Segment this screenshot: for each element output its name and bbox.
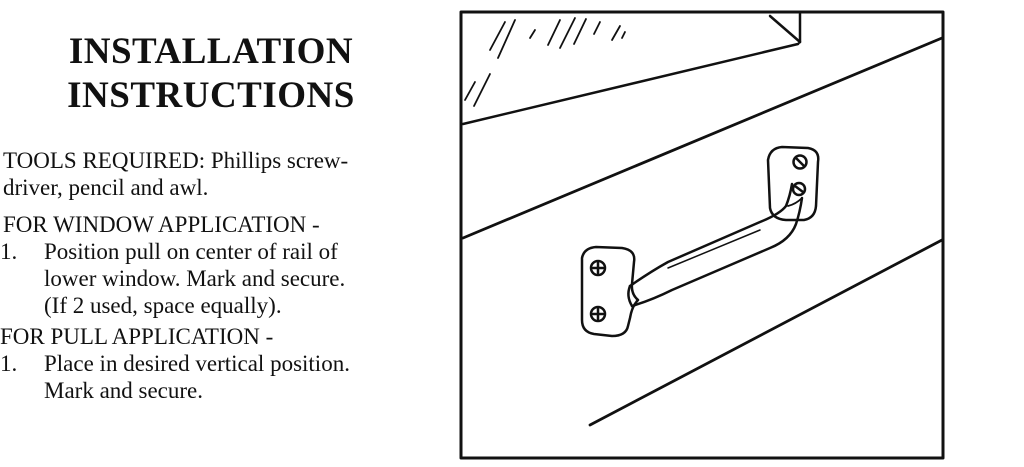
step-number: 1. <box>0 239 18 264</box>
illustration-frame <box>459 10 945 460</box>
pull-step-line-2: Mark and secure. <box>44 378 204 403</box>
pull-application-heading: FOR PULL APPLICATION - <box>0 324 274 349</box>
step-number: 1. <box>0 351 18 376</box>
window-application-step: 1. Position pull on center of rail of lo… <box>0 238 440 319</box>
title-line-2: INSTRUCTIONS <box>67 75 355 116</box>
page-title: INSTALLATION INSTRUCTIONS <box>46 30 376 118</box>
instructions-body: TOOLS REQUIRED: Phillips screw- driver, … <box>0 147 440 404</box>
title-line-1: INSTALLATION <box>68 31 354 72</box>
tools-required-line-1: TOOLS REQUIRED: Phillips screw- <box>3 148 349 173</box>
window-step-line-1: Position pull on center of rail of <box>44 239 338 264</box>
window-step-line-3: (If 2 used, space equally). <box>44 293 282 318</box>
rail-upper-edge <box>461 36 944 240</box>
pull-step-line-1: Place in desired vertical position. <box>44 351 350 376</box>
tools-required-line-2: driver, pencil and awl. <box>3 175 209 200</box>
window-application-heading: FOR WINDOW APPLICATION - <box>3 212 320 237</box>
window-step-line-2: lower window. Mark and secure. <box>44 266 346 291</box>
window-glass <box>461 12 802 126</box>
rail-lower-edge <box>588 238 944 427</box>
pull-application-step: 1. Place in desired vertical position. M… <box>0 350 440 404</box>
pull-handle-icon <box>580 145 820 338</box>
